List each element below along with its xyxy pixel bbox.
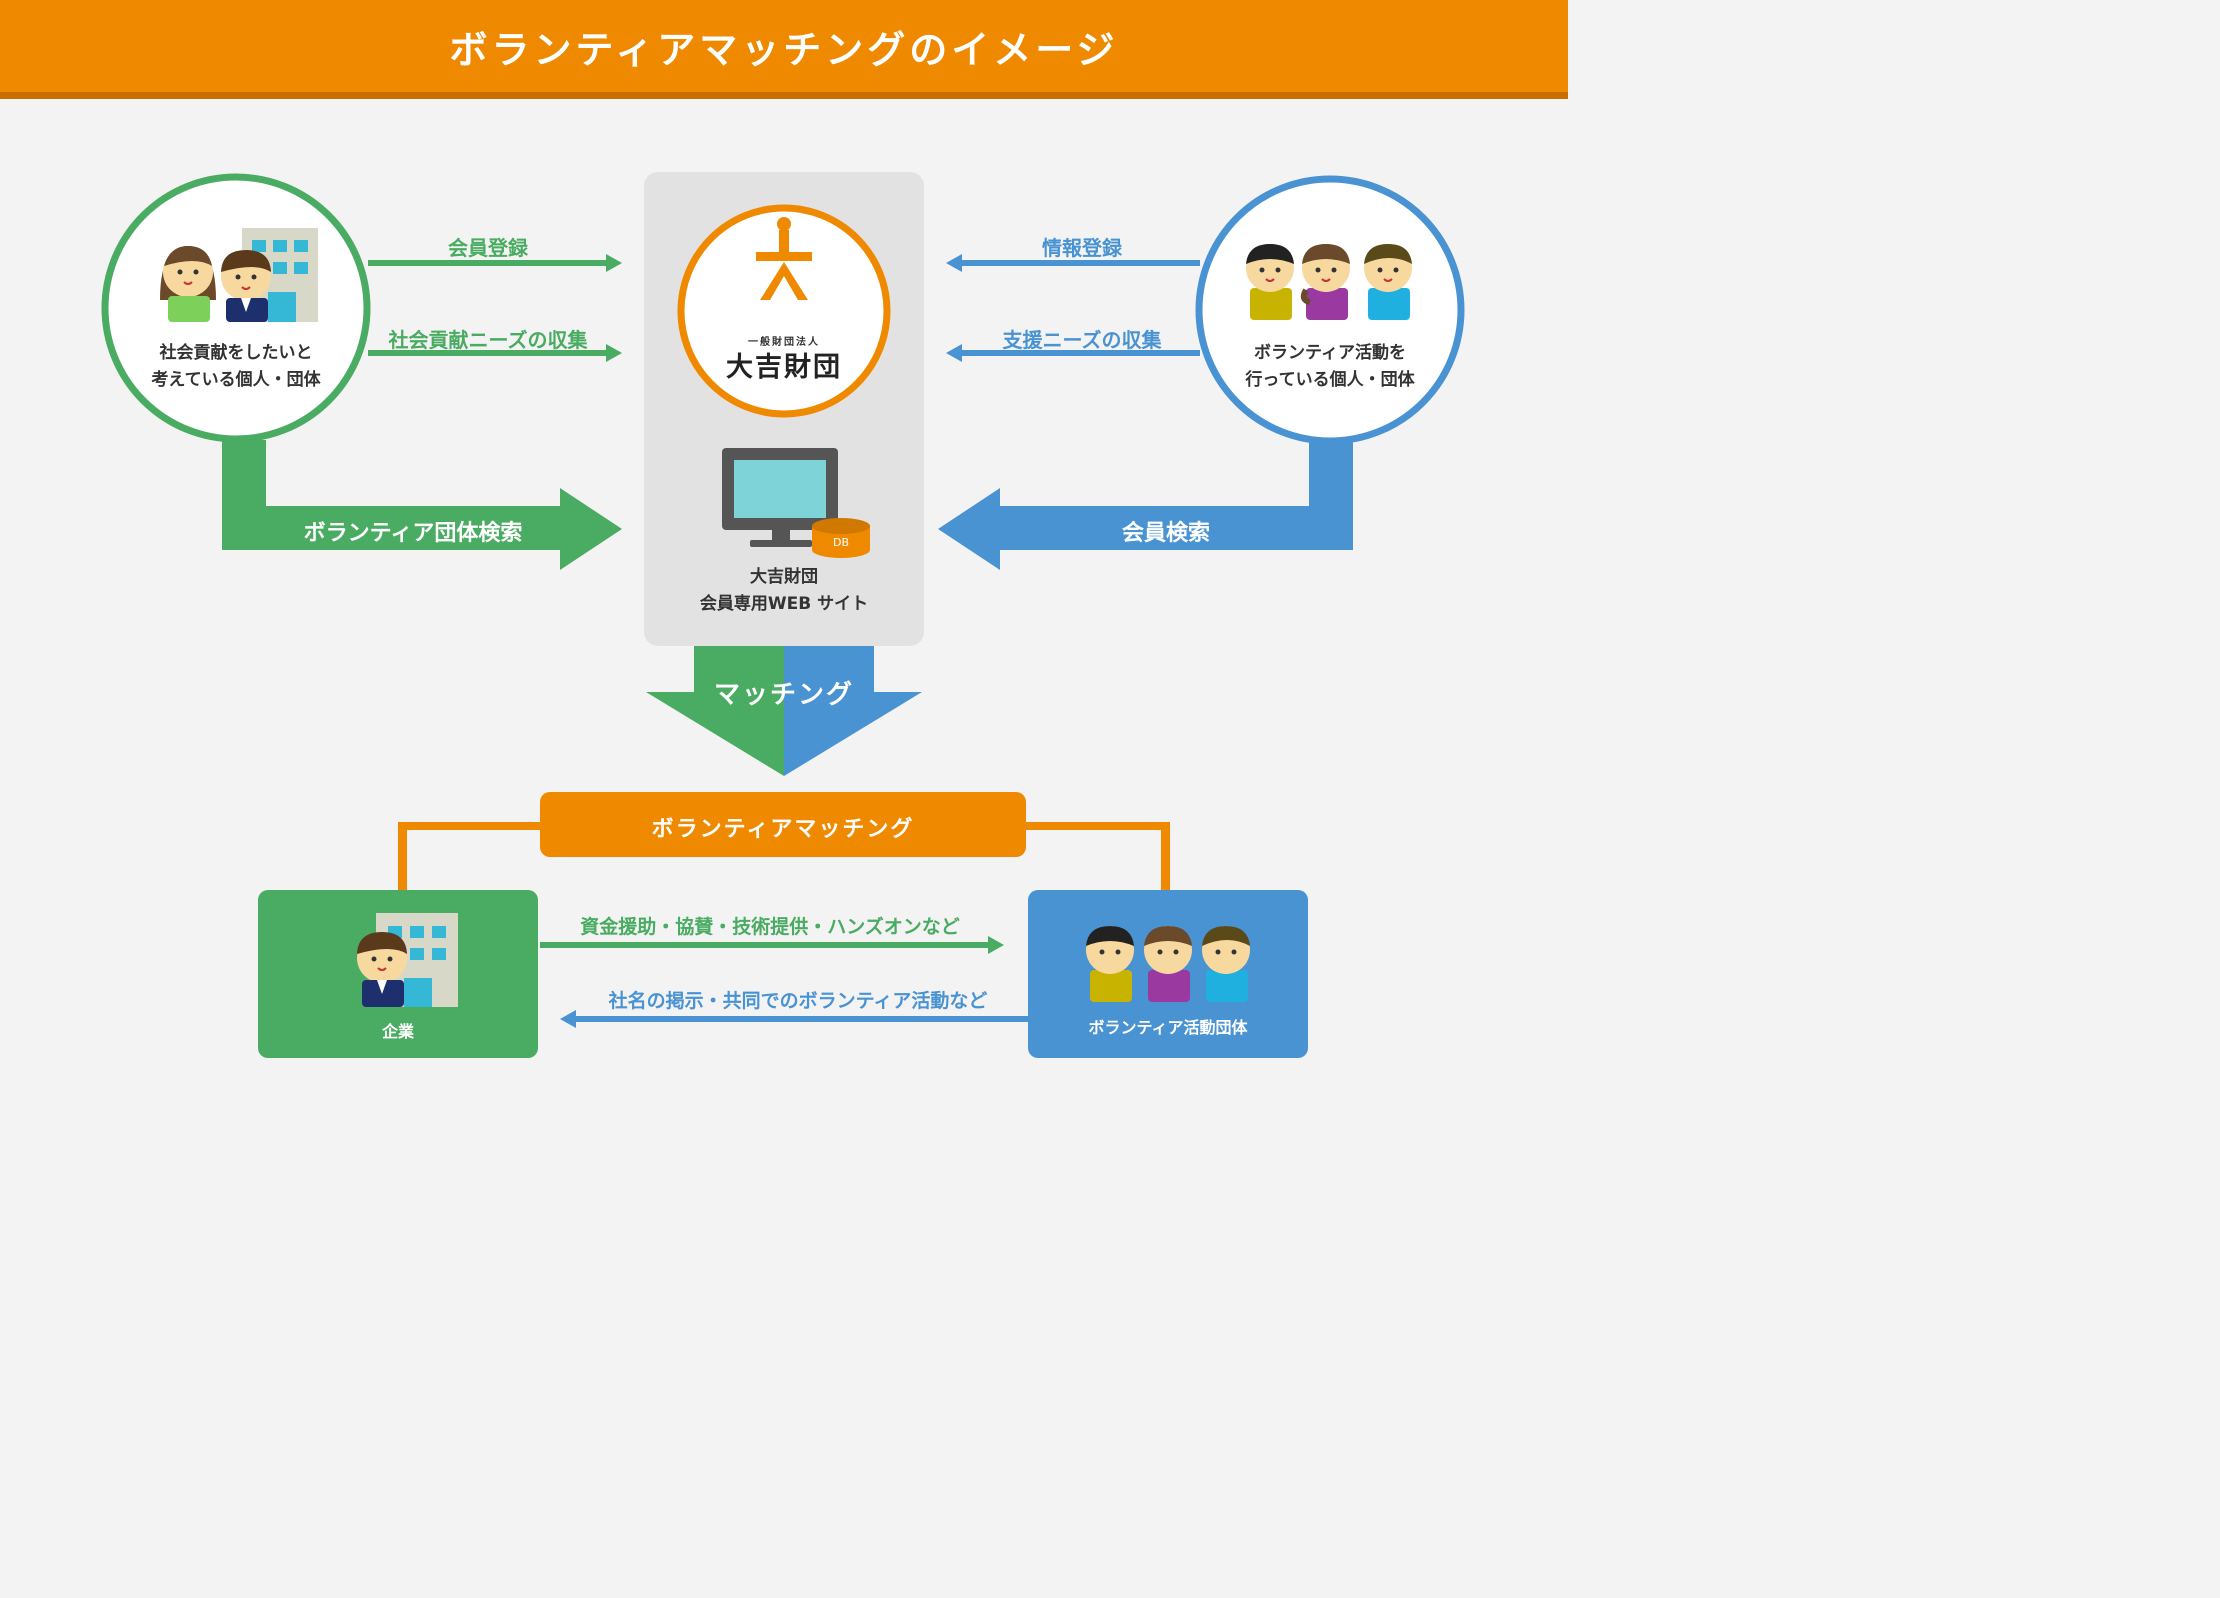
info-registration-arrow (946, 254, 1200, 272)
logo-circle (677, 204, 891, 418)
support-needs-label: 支援ニーズの収集 (1002, 328, 1162, 352)
logo-mark-icon (756, 217, 812, 300)
matching-arrow (646, 646, 922, 776)
matching-bar (540, 792, 1026, 857)
monitor-icon (722, 448, 838, 547)
logo-small-text: 一般財団法人 (748, 337, 820, 348)
social-needs-label: 社会貢献ニーズの収集 (388, 328, 588, 352)
people-building-icon (160, 228, 318, 322)
company-building-icon (357, 913, 458, 1007)
site-line1: 大吉財団 (750, 567, 818, 587)
info-registration-label: 情報登録 (1042, 236, 1122, 260)
left-circle-line1: 社会貢献をしたいと (159, 343, 313, 363)
support-needs-arrow (946, 344, 1200, 362)
member-registration-label: 会員登録 (448, 236, 528, 260)
member-registration-arrow (368, 254, 622, 272)
diagram (101, 172, 1465, 1058)
volunteer-box-label: ボランティア活動団体 (1088, 1018, 1248, 1037)
support-arrow (540, 936, 1004, 954)
site-line2: 会員専用WEB サイト (699, 594, 869, 614)
return-arrow (560, 1010, 1028, 1028)
matching-connector (398, 822, 1170, 894)
social-needs-arrow (368, 344, 622, 362)
group-search-arrow (222, 440, 622, 570)
company-label: 企業 (381, 1022, 414, 1041)
title-bar: ボランティアマッチングのイメージ (0, 0, 1568, 99)
group-search-label: ボランティア団体検索 (303, 521, 523, 546)
volunteer-box-group-icon (1086, 926, 1250, 1002)
member-search-label: 会員検索 (1121, 521, 1210, 546)
db-label: DB (832, 536, 850, 549)
right-circle-line1: ボランティア活動を (1254, 343, 1406, 363)
page-title: ボランティアマッチングのイメージ (449, 27, 1119, 72)
right-circle-line2: 行っている個人・団体 (1245, 370, 1415, 390)
return-arrow-label: 社名の掲示・共同でのボランティア活動など (608, 990, 988, 1012)
left-circle-line2: 考えている個人・団体 (151, 370, 321, 390)
member-search-arrow (938, 440, 1353, 570)
matching-bar-label: ボランティアマッチング (651, 817, 915, 842)
support-arrow-label: 資金援助・協賛・技術提供・ハンズオンなど (580, 916, 960, 938)
volunteer-group-icon (1246, 244, 1412, 320)
right-circle-label: ボランティア活動を 行っている個人・団体 (1230, 340, 1430, 394)
site-label: 大吉財団 会員専用WEB サイト (664, 564, 904, 618)
database-icon (812, 518, 870, 558)
matching-label: マッチング (713, 680, 854, 710)
left-circle-label: 社会貢献をしたいと 考えている個人・団体 (136, 340, 336, 394)
logo-main-text: 大吉財団 (726, 352, 842, 383)
